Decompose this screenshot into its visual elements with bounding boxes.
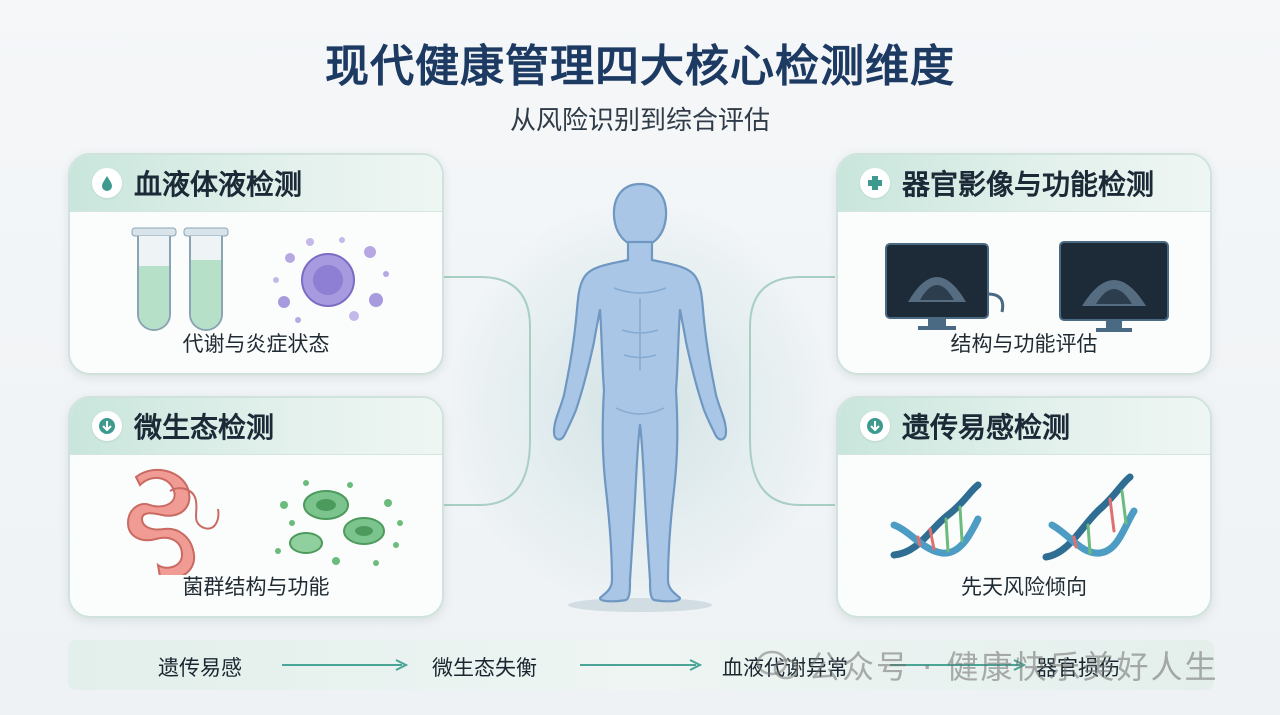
- card-blood-fluid-test: 血液体液检测 代谢与炎症状态: [68, 153, 444, 375]
- down-arrow-icon: [860, 411, 890, 441]
- test-tubes-and-cells-illustration: [131, 227, 389, 331]
- flow-step-organ-damage: 器官损伤: [1036, 656, 1120, 680]
- medical-cross-icon: [860, 168, 890, 198]
- watermark: 公众号 · 健康快乐美好人生: [756, 642, 1219, 688]
- flow-step-genetic: 遗传易感: [158, 656, 242, 680]
- human-body-illustration: [552, 182, 728, 612]
- wechat-logo-icon: [756, 650, 799, 680]
- page-subtitle: 从风险识别到综合评估: [509, 106, 770, 136]
- page-title: 现代健康管理四大核心检测维度: [325, 41, 955, 92]
- watermark-text: 公众号 · 健康快乐美好人生: [808, 648, 1219, 686]
- flow-arrow-icon: [890, 659, 1027, 671]
- card-caption: 先天风险倾向: [961, 575, 1087, 599]
- card-caption: 结构与功能评估: [950, 332, 1098, 356]
- dna-helix-illustration: [890, 473, 1138, 561]
- card-title: 器官影像与功能检测: [902, 168, 1155, 201]
- droplet-icon: [92, 168, 122, 198]
- card-caption: 菌群结构与功能: [182, 575, 330, 599]
- card-microbiome-test: 微生态检测 菌群结构与功能: [68, 396, 444, 618]
- card-title: 微生态检测: [134, 411, 275, 444]
- flow-arrow-icon: [282, 659, 409, 671]
- card-title: 血液体液检测: [134, 168, 303, 201]
- flow-arrow-icon: [580, 659, 703, 671]
- ultrasound-monitors-illustration: [885, 241, 1169, 332]
- card-title: 遗传易感检测: [902, 411, 1071, 444]
- intestine-and-bacteria-illustration: [126, 468, 403, 575]
- card-caption: 代谢与炎症状态: [182, 332, 330, 356]
- down-arrow-icon: [92, 411, 122, 441]
- card-organ-imaging-test: 器官影像与功能检测 结构与功能评估: [836, 153, 1212, 375]
- flow-step-microbiome: 微生态失衡: [432, 656, 537, 680]
- card-genetic-susceptibility-test: 遗传易感检测 先天风险倾向: [836, 396, 1212, 618]
